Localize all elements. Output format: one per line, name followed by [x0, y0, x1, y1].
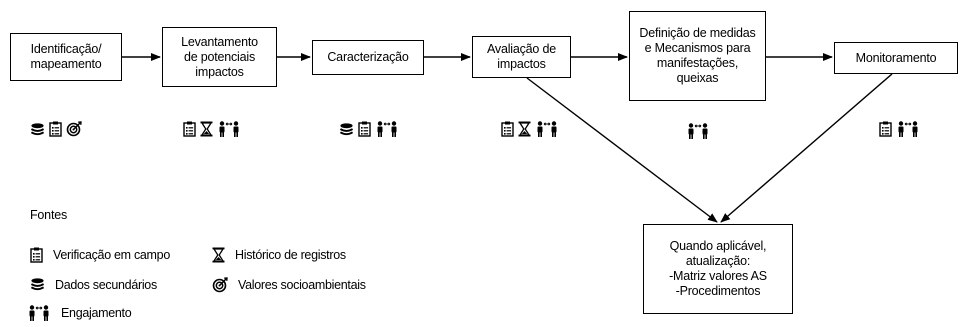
step-levantamento-box: Levantamento de potenciais impactos — [162, 27, 277, 87]
step-2-icons — [183, 121, 241, 137]
legend-title: Fontes — [30, 208, 68, 222]
people-icon — [27, 305, 51, 321]
step-identificacao-box: Identificação/ mapeamento — [10, 33, 122, 81]
step-caracterizacao-label: Caracterização — [327, 50, 409, 64]
clipboard-icon — [879, 121, 892, 137]
result-box: Quando aplicável, atualização: -Matriz v… — [643, 224, 793, 314]
step-definicao-label: Definição de medidas e Mecanismos para m… — [639, 26, 756, 85]
step-3-icons — [339, 121, 399, 137]
step-6-icons — [879, 121, 920, 137]
step-levantamento-label: Levantamento de potenciais impactos — [181, 34, 258, 79]
hourglass-icon — [212, 247, 225, 263]
legend-item-engajamento: Engajamento — [27, 305, 132, 321]
stack-icon — [30, 122, 45, 137]
legend-item-verificacao: Verificação em campo — [30, 247, 170, 263]
clipboard-icon — [501, 121, 514, 137]
step-monitoramento-label: Monitoramento — [855, 50, 937, 65]
people-icon — [375, 121, 399, 137]
people-icon — [896, 121, 920, 137]
clipboard-icon — [49, 121, 62, 137]
step-identificacao-label: Identificação/ mapeamento — [30, 42, 102, 71]
legend-item-valores: Valores socioambientais — [212, 277, 366, 293]
step-avaliacao-box: Avaliação de impactos — [472, 36, 571, 78]
target-icon — [212, 277, 228, 293]
legend-label-dados: Dados secundários — [55, 277, 157, 292]
legend-label-verificacao: Verificação em campo — [53, 248, 170, 262]
step-caracterizacao-box: Caracterização — [312, 40, 424, 75]
legend-item-historico: Histórico de registros — [212, 247, 346, 263]
people-icon — [217, 121, 241, 137]
legend-label-engajamento: Engajamento — [61, 306, 132, 320]
legend-item-dados: Dados secundários — [30, 277, 157, 292]
people-icon — [686, 123, 710, 139]
step-monitoramento-box: Monitoramento — [834, 42, 958, 74]
people-icon — [535, 121, 559, 137]
step-5-icons — [686, 123, 710, 139]
legend-label-valores: Valores socioambientais — [238, 278, 366, 292]
step-definicao-box: Definição de medidas e Mecanismos para m… — [629, 11, 766, 101]
hourglass-icon — [200, 121, 213, 137]
step-1-icons — [30, 121, 82, 137]
result-label: Quando aplicável, atualização: -Matriz v… — [669, 239, 767, 298]
arrow-4-to-result — [526, 77, 718, 223]
arrow-6-to-result — [720, 73, 893, 223]
step-4-icons — [501, 121, 559, 137]
clipboard-icon — [358, 121, 371, 137]
stack-icon — [30, 277, 45, 292]
stack-icon — [339, 122, 354, 137]
clipboard-icon — [30, 247, 43, 263]
clipboard-icon — [183, 121, 196, 137]
legend-label-historico: Histórico de registros — [235, 248, 346, 262]
hourglass-icon — [518, 121, 531, 137]
target-icon — [66, 121, 82, 137]
step-avaliacao-label: Avaliação de impactos — [487, 42, 556, 71]
